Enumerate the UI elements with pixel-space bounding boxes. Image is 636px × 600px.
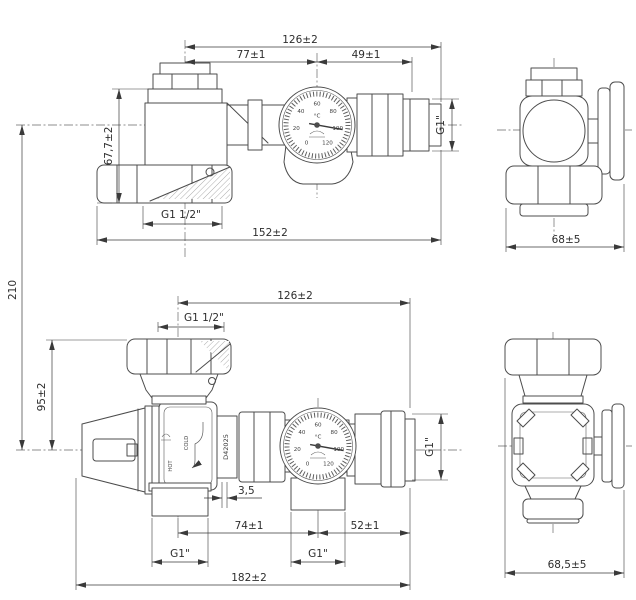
gauge-tick-ring (284, 412, 352, 480)
dimensions: 126±2 G1 1/2" 95±2 3,5 74±1 52±1 G1" (36, 290, 448, 590)
gauge-pivot (315, 443, 321, 449)
dim-bottom-height: 95±2 (36, 383, 48, 412)
gauge-scale-80: 80 (331, 430, 339, 436)
top-side-view: 68±5 (497, 58, 632, 252)
gauge-brand-mark (310, 451, 326, 459)
gauge-tick-ring (283, 91, 351, 159)
bottom-side-view: 68,5±5 (498, 332, 632, 578)
gauge-scale-40: 40 (298, 430, 306, 436)
overall-dimensions: 210 (7, 125, 25, 450)
dim-top-outlet-thread: G1 1/2" (161, 209, 201, 221)
gauge-scale-60: 60 (313, 102, 321, 108)
dimensions: 68,5±5 (504, 378, 625, 578)
gauge-unit-label: °C (314, 114, 321, 120)
gauge-scale-0: 0 (305, 141, 309, 147)
label-hot: HOT (168, 460, 174, 472)
top-front-view: 0 20 40 60 80 100 120 °C 126±2 77±1 49±1 (16, 34, 462, 258)
dim-left-span: 74±1 (235, 520, 264, 532)
dim-top-total-width: 126±2 (282, 34, 318, 46)
valve-geometry (96, 62, 442, 204)
dim-overall-height: 210 (7, 280, 19, 300)
dim-top-right-width: 49±1 (352, 49, 381, 61)
dim-outlet-right-thread: G1" (308, 548, 328, 560)
dim-top-side-thread: G1" (435, 115, 447, 135)
gauge-scale-40: 40 (297, 109, 305, 115)
gauge-scale-20: 20 (294, 447, 302, 453)
label-cold: COLD (184, 436, 190, 451)
thermometer-gauge: 0 20 40 60 80 100 120 °C (278, 86, 356, 164)
dimensions: 68±5 (505, 184, 625, 252)
dim-top-overall-width: 152±2 (252, 227, 288, 239)
dim-top-height: 67,7±2 (103, 127, 115, 166)
valve-geometry (504, 338, 625, 524)
dim-bottom-inlet-thread: G1 1/2" (184, 312, 224, 324)
gauge-pivot (314, 122, 320, 128)
dim-overall-width: 182±2 (231, 572, 267, 584)
dim-bottomside-width: 68,5±5 (548, 559, 587, 571)
dim-gap: 3,5 (238, 485, 255, 497)
thermometer-gauge: 0 20 40 60 80 100 120 °C (279, 407, 357, 485)
gauge-scale-80: 80 (330, 109, 338, 115)
brand-mark (161, 433, 171, 441)
valve-geometry (505, 67, 625, 217)
section-hatch (200, 341, 229, 371)
dim-bottom-total-width: 126±2 (277, 290, 313, 302)
gauge-scale-60: 60 (314, 423, 322, 429)
dim-right-span: 52±1 (351, 520, 380, 532)
dim-bottom-side-thread: G1" (424, 437, 436, 457)
gauge-scale-120: 120 (322, 141, 333, 147)
dim-outlet-left-thread: G1" (170, 548, 190, 560)
gauge-unit-label: °C (315, 435, 322, 441)
valve-label: COLD HOT (161, 422, 204, 472)
thermostat-knob (81, 407, 146, 493)
dim-topside-width: 68±5 (552, 234, 581, 246)
dimensions: 126±2 77±1 49±1 67,7±2 G1 1/2" 152±2 G1" (96, 34, 459, 245)
gauge-scale-120: 120 (323, 462, 334, 468)
gauge-scale-0: 0 (306, 462, 310, 468)
bottom-front-view: COLD HOT D42025 (16, 290, 462, 590)
gauge-scale-20: 20 (293, 126, 301, 132)
gauge-brand-mark (309, 130, 325, 138)
part-code: D42025 (222, 434, 230, 460)
valve-geometry: COLD HOT D42025 (81, 338, 416, 517)
flow-arrow (191, 422, 204, 469)
dim-top-left-width: 77±1 (237, 49, 266, 61)
